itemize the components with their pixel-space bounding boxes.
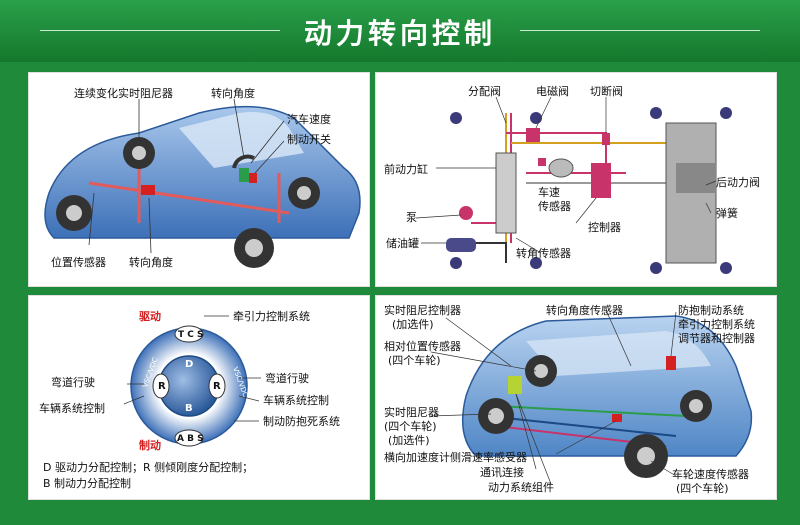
label-rel-pos-2: (四个车轮) (388, 354, 441, 367)
title-line-left (40, 30, 280, 31)
panel-hydraulic: 分配阀 电磁阀 切断阀 前动力缸 车速 传感器 后动力阀 泵 控制器 弹簧 储油… (375, 72, 777, 287)
suv-wheel-fl (525, 355, 557, 387)
solenoid-box (526, 128, 540, 142)
front-cylinder (495, 152, 517, 234)
panel-suv-systems: 实时阻尼控制器 (加选件) 转向角度传感器 防抱制动系统 牵引力控制系统 调节器… (375, 295, 777, 500)
pump (459, 206, 473, 220)
wheel-rear-left (123, 137, 155, 169)
legend-line-2: B 制动力分配控制 (43, 477, 132, 490)
steering-wheel (232, 154, 255, 169)
label-drive: 驱动 (139, 310, 161, 323)
label-controller: 控制器 (588, 221, 621, 234)
label-steer-angle-sensor: 转向角度传感器 (546, 304, 623, 317)
label-traction: 牵引力控制系统 (233, 310, 310, 323)
wheel-front-left (56, 195, 92, 231)
brake-sensor-box (249, 173, 257, 183)
label-rt-damper-ctrl-2: (加选件) (392, 318, 434, 331)
power-module-box (508, 376, 522, 394)
label-brake-switch: 制动开关 (287, 133, 331, 146)
label-abs-3: 调节器和控制器 (678, 332, 755, 345)
ring-abs: A B S (177, 434, 204, 444)
label-wheel-speed-1: 车轮速度传感器 (672, 468, 749, 481)
wheel-rear-right (288, 177, 320, 209)
label-rt-damper-1: 实时阻尼器 (384, 406, 439, 419)
speed-sensor-box (239, 168, 249, 182)
label-steer-angle-top: 转向角度 (211, 87, 255, 100)
suv-wheel-rr (624, 434, 668, 478)
label-front-cyl: 前动力缸 (384, 163, 428, 176)
label-rt-damper-ctrl-1: 实时阻尼控制器 (384, 304, 461, 317)
steering-sensor-box (141, 185, 155, 195)
abs-module-box (666, 356, 676, 370)
front-wheels-track (450, 112, 542, 269)
suv-wheel-fr (680, 390, 712, 422)
wheel-front-right (234, 228, 274, 268)
suv-wheel-rl (478, 398, 514, 434)
label-rt-damper-2: (四个车轮) (384, 420, 437, 433)
label-curve-right: 弯道行驶 (265, 372, 309, 385)
label-vehicle-ctrl-left: 车辆系统控制 (39, 402, 105, 415)
label-abs-2: 牵引力控制系统 (678, 318, 755, 331)
controller-box (591, 163, 611, 198)
label-position-sensor: 位置传感器 (51, 256, 106, 269)
label-abs-1: 防抱制动系统 (678, 304, 744, 317)
page-title: 动力转向控制 (303, 17, 496, 50)
rear-axle (650, 107, 732, 274)
ring-d: D (185, 359, 194, 370)
label-power-module: 动力系统组件 (488, 481, 554, 494)
sensor-box-mid (612, 414, 622, 422)
label-solenoid: 电磁阀 (536, 85, 569, 98)
label-speed-sensor-1: 车速 (538, 186, 560, 199)
title-line-right (520, 30, 760, 31)
label-dist-valve: 分配阀 (468, 85, 501, 98)
label-abs: 制动防抱死系统 (263, 415, 340, 428)
label-rt-damper-3: (加选件) (388, 434, 430, 447)
sensor-small-box (538, 158, 546, 166)
panel-ring-control: VSC/VDC VSC/VDC T C S A B S R R D B 驱动 牵… (28, 295, 370, 500)
label-lateral: 横向加速度计侧滑速率感受器 (384, 451, 527, 464)
tank (446, 238, 476, 252)
ring-legend: D 驱动力分配控制；R 侧倾刚度分配控制； B 制动力分配控制 (43, 460, 253, 492)
suv-diagram (430, 309, 753, 485)
label-comm: 通讯连接 (480, 466, 524, 479)
label-cutoff: 切断阀 (590, 85, 623, 98)
label-pump: 泵 (406, 211, 417, 224)
label-tank: 储油罐 (386, 237, 419, 250)
ring-r-right: R (213, 381, 221, 392)
title-bar: 动力转向控制 (0, 0, 800, 62)
label-steer-angle-bottom: 转向角度 (129, 256, 173, 269)
legend-line-1: D 驱动力分配控制；R 侧倾刚度分配控制； (43, 461, 254, 474)
label-spring: 弹簧 (716, 207, 738, 220)
ring-diagram: VSC/VDC VSC/VDC (123, 315, 261, 447)
label-brake: 制动 (139, 439, 161, 452)
hydraulic-diagram (415, 96, 732, 274)
label-speed: 汽车速度 (287, 113, 331, 126)
label-rel-pos-1: 相对位置传感器 (384, 340, 461, 353)
car-sensor-diagram (44, 98, 361, 268)
ring-tcs: T C S (178, 330, 204, 340)
speed-sensor-body (548, 158, 574, 178)
suv-window (526, 331, 711, 376)
ring-r-left: R (158, 381, 166, 392)
cutoff-box (602, 133, 610, 145)
label-speed-sensor-2: 传感器 (538, 200, 571, 213)
panel-car-sensors: 连续变化实时阻尼器 转向角度 汽车速度 制动开关 位置传感器 转向角度 (28, 72, 370, 287)
label-steer-sensor: 转角传感器 (516, 247, 571, 260)
label-curve-left: 弯道行驶 (51, 376, 95, 389)
label-damper: 连续变化实时阻尼器 (74, 87, 173, 100)
label-wheel-speed-2: (四个车轮) (676, 482, 729, 495)
label-vehicle-ctrl-right: 车辆系统控制 (263, 394, 329, 407)
label-rear-valve: 后动力阀 (716, 176, 760, 189)
ring-b: B (185, 403, 193, 414)
